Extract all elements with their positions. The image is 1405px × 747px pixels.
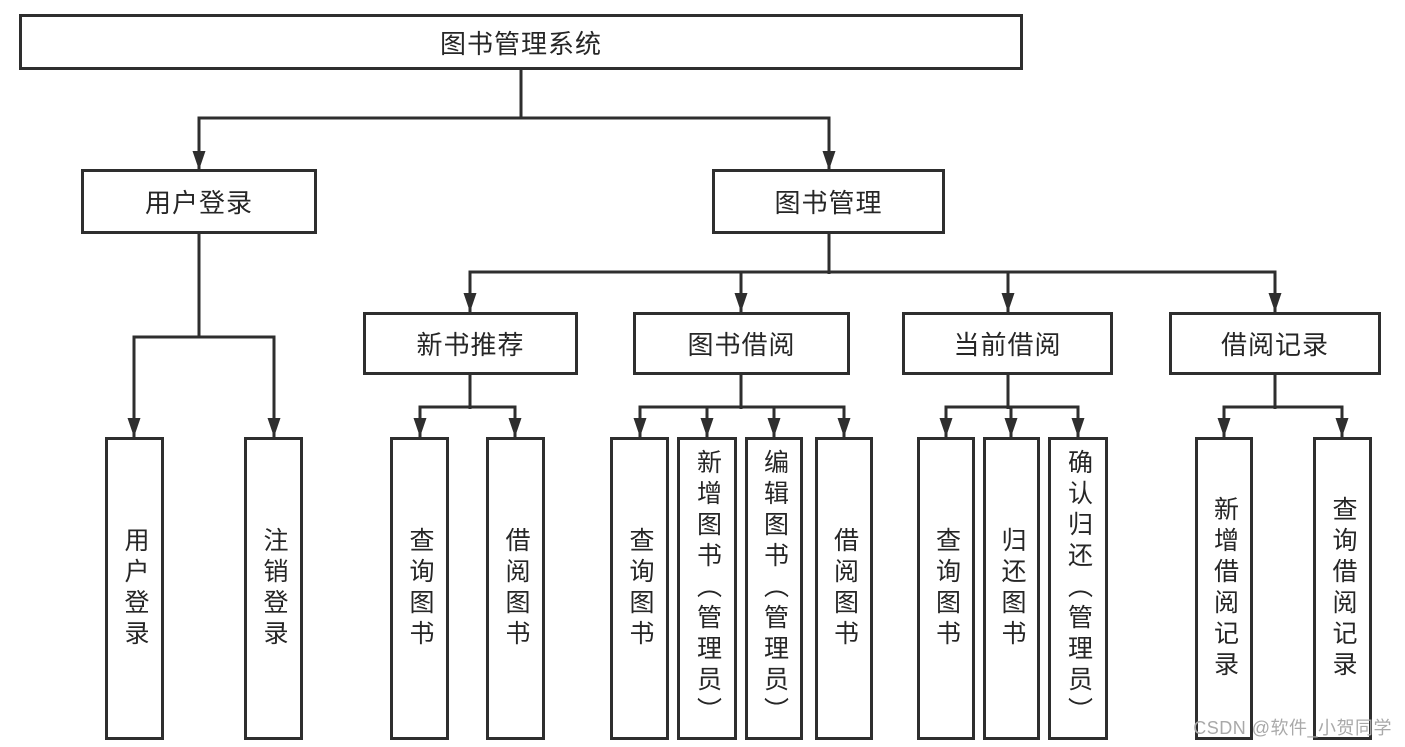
leaf-borrow-books-recommend: 借阅图书 [486, 437, 545, 740]
node-new-book-recommend: 新书推荐 [363, 312, 578, 375]
leaf-query-borrow-record-label: 查询借阅记录 [1329, 495, 1357, 682]
leaf-borrow-books-label: 借阅图书 [830, 526, 859, 651]
node-new-book-recommend-label: 新书推荐 [416, 330, 525, 360]
leaf-user-login-label: 用户登录 [121, 526, 149, 651]
node-user-login: 用户登录 [81, 169, 317, 234]
leaf-add-books-admin: 新增图书（管理员） [677, 437, 737, 740]
node-book-management: 图书管理 [712, 169, 945, 234]
leaf-confirm-return-admin-label: 确认归还（管理员） [1064, 449, 1093, 728]
node-root: 图书管理系统 [19, 14, 1023, 70]
leaf-query-books-recommend-label: 查询图书 [406, 526, 434, 651]
leaf-edit-books-admin-label: 编辑图书（管理员） [760, 449, 789, 728]
leaf-logout-label: 注销登录 [260, 526, 288, 651]
leaf-add-books-admin-label: 新增图书（管理员） [693, 449, 722, 728]
node-book-management-label: 图书管理 [774, 188, 883, 218]
leaf-add-borrow-record: 新增借阅记录 [1195, 437, 1253, 740]
leaf-query-books-borrow: 查询图书 [610, 437, 669, 740]
node-user-login-label: 用户登录 [144, 188, 253, 218]
leaf-return-books-label: 归还图书 [998, 526, 1026, 651]
leaf-user-login: 用户登录 [105, 437, 164, 740]
node-book-borrow-label: 图书借阅 [687, 330, 796, 360]
csdn-watermark: CSDN @软件_小贺同学 [1193, 718, 1392, 738]
leaf-edit-books-admin: 编辑图书（管理员） [745, 437, 803, 740]
node-current-borrow-label: 当前借阅 [953, 330, 1062, 360]
leaf-add-borrow-record-label: 新增借阅记录 [1210, 495, 1239, 682]
leaf-borrow-books-recommend-label: 借阅图书 [502, 526, 530, 651]
node-current-borrow: 当前借阅 [902, 312, 1113, 375]
leaf-query-books-current-label: 查询图书 [932, 526, 961, 651]
leaf-query-books-current: 查询图书 [917, 437, 975, 740]
node-borrow-records-label: 借阅记录 [1220, 330, 1329, 360]
arrowheads [127, 151, 1349, 437]
node-book-borrow: 图书借阅 [633, 312, 850, 375]
leaf-return-books: 归还图书 [983, 437, 1040, 740]
leaf-confirm-return-admin: 确认归还（管理员） [1048, 437, 1108, 740]
node-borrow-records: 借阅记录 [1169, 312, 1381, 375]
leaf-query-borrow-record: 查询借阅记录 [1313, 437, 1372, 740]
leaf-borrow-books: 借阅图书 [815, 437, 873, 740]
leaf-logout: 注销登录 [244, 437, 303, 740]
tree-edges [132, 70, 1344, 438]
leaf-query-books-recommend: 查询图书 [390, 437, 449, 740]
node-root-label: 图书管理系统 [439, 28, 602, 59]
leaf-query-books-borrow-label: 查询图书 [626, 526, 654, 651]
